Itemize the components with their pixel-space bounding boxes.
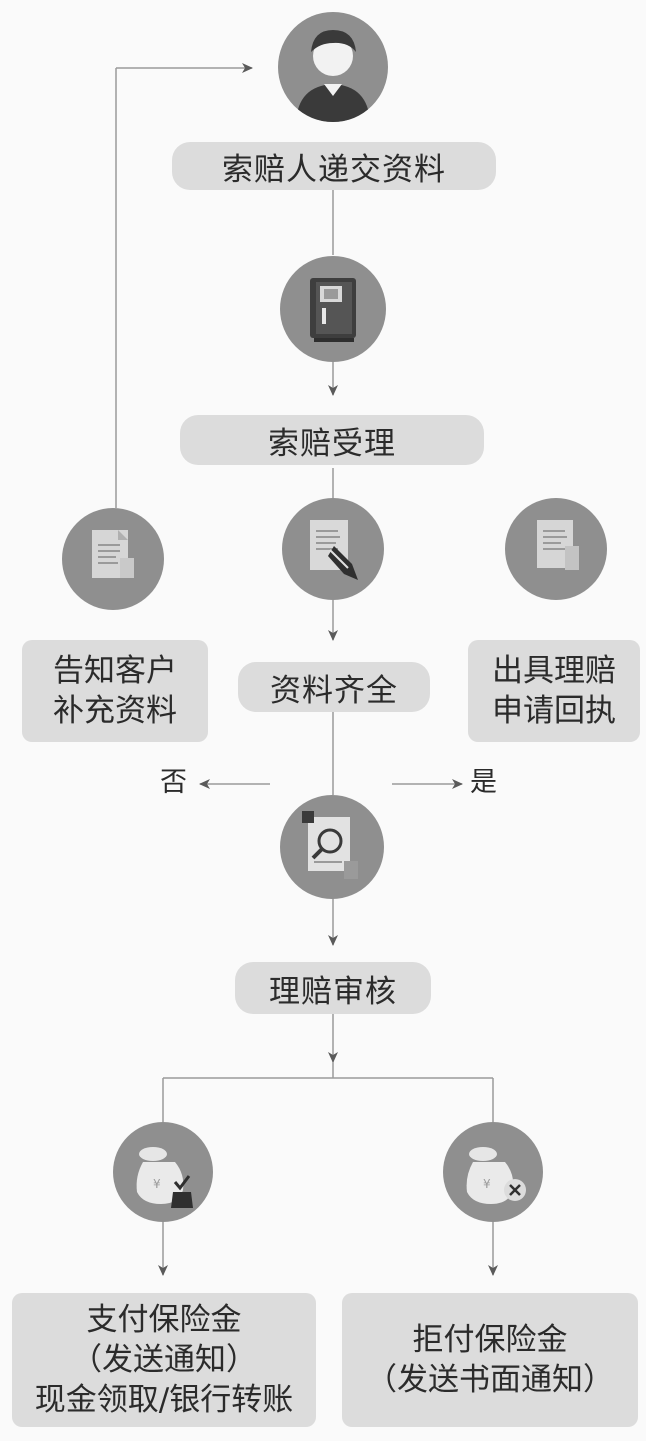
branch-yes-label: 是 xyxy=(470,767,497,798)
node-notify: 告知客户 补充资料 xyxy=(22,640,208,742)
money-bag-cross-icon: ¥ xyxy=(443,1122,543,1222)
node-submit: 索赔人递交资料 xyxy=(172,142,496,190)
node-notify-line1: 告知客户 xyxy=(53,653,177,689)
node-refuse: 拒付保险金 （发送书面通知） xyxy=(342,1293,638,1427)
check-document-icon xyxy=(282,498,384,600)
document-icon xyxy=(280,256,386,362)
money-bag-check-icon: ¥ xyxy=(113,1122,213,1222)
receipt-document-icon xyxy=(505,498,607,600)
node-receipt-line2: 申请回执 xyxy=(492,693,616,729)
node-pay: 支付保险金 （发送通知） 现金领取/银行转账 xyxy=(12,1293,316,1427)
branch-no-label: 否 xyxy=(160,767,187,798)
node-complete: 资料齐全 xyxy=(238,662,430,712)
node-review: 理赔审核 xyxy=(235,962,431,1014)
notify-document-icon xyxy=(62,508,164,610)
node-pay-line3: 现金领取/银行转账 xyxy=(34,1382,294,1418)
person-icon xyxy=(278,12,388,122)
svg-text:¥: ¥ xyxy=(153,1177,161,1191)
magnifier-document-icon xyxy=(280,795,384,899)
node-pay-line2: （发送通知） xyxy=(71,1342,257,1378)
svg-text:¥: ¥ xyxy=(483,1177,491,1191)
node-accept: 索赔受理 xyxy=(180,415,484,465)
node-notify-line2: 补充资料 xyxy=(53,693,177,729)
node-receipt-line1: 出具理赔 xyxy=(492,653,616,689)
node-receipt: 出具理赔 申请回执 xyxy=(468,640,640,742)
node-refuse-line2: （发送书面通知） xyxy=(366,1362,614,1398)
node-pay-line1: 支付保险金 xyxy=(86,1302,242,1338)
node-refuse-line1: 拒付保险金 xyxy=(412,1322,568,1358)
